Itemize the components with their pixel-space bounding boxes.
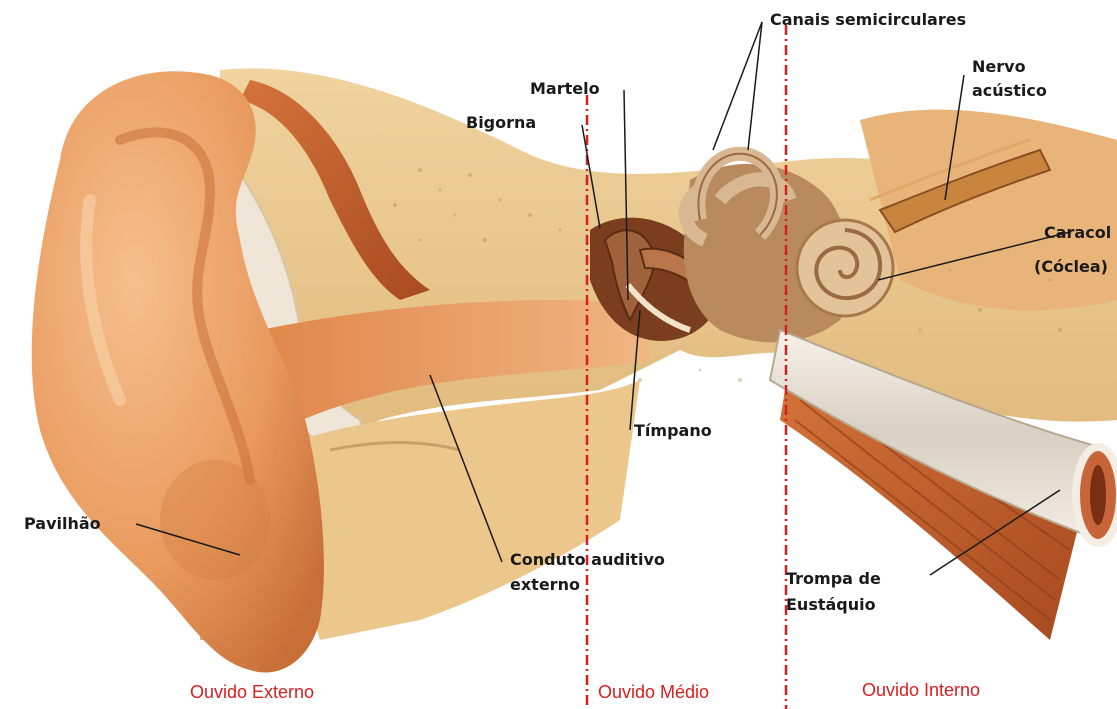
region-ouvido-externo: Ouvido Externo <box>190 682 314 703</box>
label-conduto-auditivo: Conduto auditivo <box>510 549 665 571</box>
label-timpano: Tímpano <box>634 420 712 442</box>
region-ouvido-interno: Ouvido Interno <box>862 680 980 701</box>
label-nervo: Nervo <box>972 56 1026 78</box>
label-caracol: Caracol <box>1044 222 1111 244</box>
label-externo: externo <box>510 574 580 596</box>
label-bigorna: Bigorna <box>466 112 536 134</box>
label-canais-semicirculares: Canais semicirculares <box>770 9 966 31</box>
region-ouvido-medio: Ouvido Médio <box>598 682 709 703</box>
label-coclea: (Cóclea) <box>1034 256 1108 278</box>
label-pavilhao: Pavilhão <box>24 513 101 535</box>
label-martelo: Martelo <box>530 78 600 100</box>
label-trompa-de: Trompa de <box>786 568 881 590</box>
label-acustico: acústico <box>972 80 1047 102</box>
label-eustaquio: Eustáquio <box>786 594 876 616</box>
cochlea <box>797 220 893 316</box>
